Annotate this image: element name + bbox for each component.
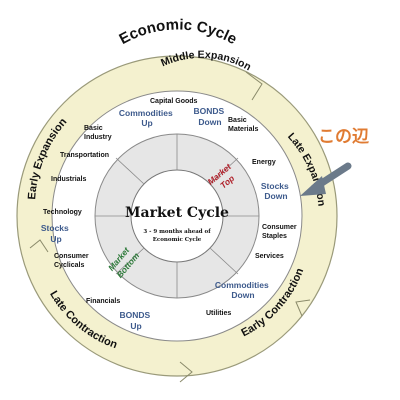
sector-services: Services [255, 253, 284, 260]
signal-stocks-up: Stocks Up [41, 223, 71, 244]
annotation-text: この辺 [318, 127, 369, 146]
diagram-title: Economic Cycle [116, 16, 239, 48]
center-title: Market Cycle [125, 205, 229, 221]
signal-bonds-up: BONDS Up [119, 310, 152, 331]
signal-stocks-down: Stocks Down [261, 181, 291, 201]
sector-energy: Energy [252, 159, 276, 166]
core-dividers [95, 134, 259, 298]
sector-consumer-cyclicals: Consumer Cyclicals [54, 253, 91, 269]
sector-transportation: Transportation [60, 152, 109, 159]
signal-commodities-down: Commodities Down [215, 280, 271, 300]
sector-utilities: Utilities [206, 310, 231, 317]
sector-consumer-staples: Consumer Staples [262, 224, 299, 240]
signal-commodities-up: Commodities Up [119, 108, 175, 128]
sector-financials: Financials [86, 298, 120, 305]
sector-capital-goods: Capital Goods [150, 98, 198, 105]
phase-separators [29, 71, 311, 383]
sector-technology: Technology [43, 209, 82, 216]
sector-industrials: Industrials [51, 176, 87, 183]
center-subtitle-line2: Economic Cycle [153, 237, 202, 243]
signal-bonds-down: BONDS Down [193, 106, 226, 127]
center-subtitle-line1: 3 - 9 months ahead of [143, 229, 211, 235]
sector-basic-industry: Basic Industry [84, 125, 112, 141]
annotation-arrow-icon [300, 162, 352, 196]
sector-basic-materials: Basic Materials [228, 117, 258, 133]
